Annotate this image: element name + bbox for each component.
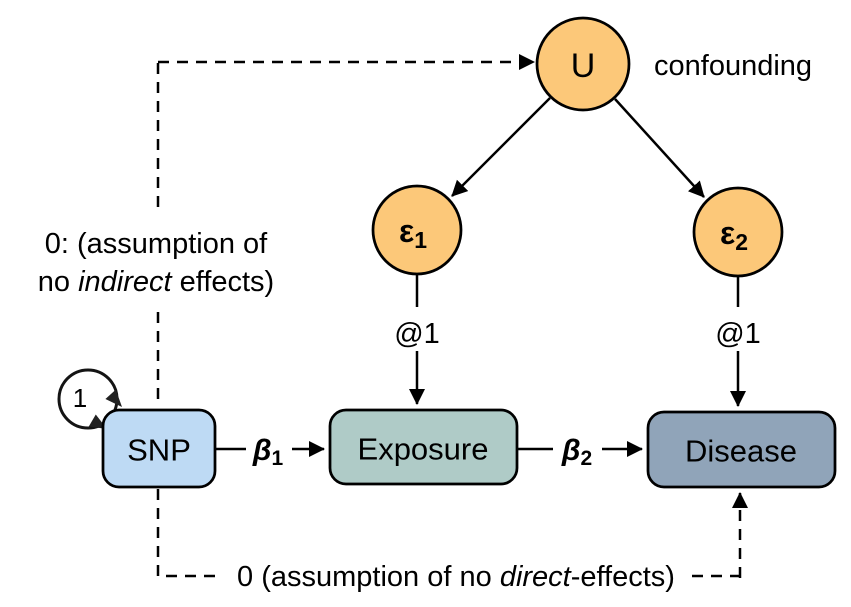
node-snp xyxy=(101,408,217,489)
snp-label: SNP xyxy=(127,433,191,468)
arrow-u-to-epsilon2 xyxy=(614,98,705,198)
variance-label: 1 xyxy=(73,383,87,413)
dashed-constraint-paths xyxy=(156,54,748,578)
node-u xyxy=(535,16,631,112)
confounding-label: confounding xyxy=(654,50,812,82)
no-indirect-annotation-line2: no indirect effects) xyxy=(38,266,274,298)
epsilon2-label: ε2 xyxy=(720,215,748,255)
labels: U confounding ε1 ε2 @1 @1 SNP Exposure D… xyxy=(38,47,812,593)
node-epsilon2 xyxy=(692,186,784,278)
beta1-label: β1 xyxy=(252,434,284,470)
solid-edges xyxy=(216,97,746,457)
loading1-label: @1 xyxy=(394,318,440,350)
disease-label: Disease xyxy=(685,434,797,469)
epsilon1-label: ε1 xyxy=(399,213,427,253)
dashed-no-direct-path-left xyxy=(156,489,220,578)
u-label: U xyxy=(571,47,596,85)
node-exposure xyxy=(328,408,519,486)
nodes xyxy=(101,16,837,489)
exposure-label: Exposure xyxy=(358,432,489,467)
beta2-label: β2 xyxy=(561,434,592,470)
arrow-u-to-epsilon1 xyxy=(451,97,551,197)
node-disease xyxy=(646,410,837,489)
no-direct-annotation: 0 (assumption of no direct-effects) xyxy=(237,561,675,593)
no-indirect-annotation-line1: 0: (assumption of xyxy=(45,228,268,260)
loading2-label: @1 xyxy=(715,318,761,350)
loop-arrowhead-top xyxy=(105,389,122,407)
node-epsilon1 xyxy=(371,184,463,276)
